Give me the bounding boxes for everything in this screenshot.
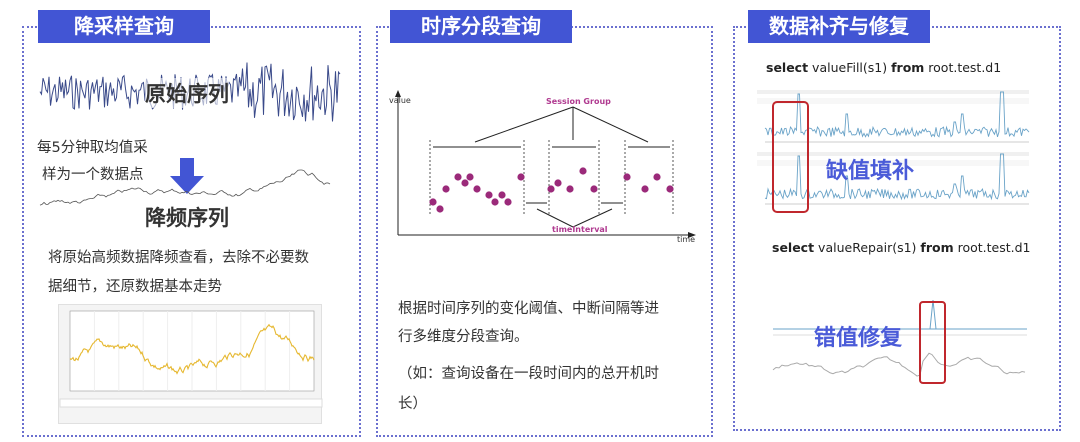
repair-highlight-box — [919, 301, 946, 384]
sql-keyword: from — [891, 60, 925, 75]
repair-after-chart — [772, 352, 1026, 377]
downsampled-series-label: 降频序列 — [145, 206, 229, 230]
segment-desc-3: （如：查询设备在一段时间内的总开机时 — [398, 366, 659, 382]
data-point — [554, 179, 562, 187]
downsampling-desc-2: 据细节，还原数据基本走势 — [48, 279, 222, 295]
data-point — [504, 198, 512, 206]
data-point — [466, 173, 474, 181]
time-series-line — [764, 91, 1030, 138]
data-point — [498, 191, 506, 199]
data-point — [566, 185, 574, 193]
repair-sql: select valueRepair(s1) from root.test.d1 — [772, 240, 1031, 255]
data-point — [666, 185, 674, 193]
segment-title: 时序分段查询 — [390, 10, 572, 43]
sample-yellow-chart — [59, 310, 323, 408]
arrowhead-icon — [688, 232, 696, 238]
step-text-2: 样为一个数据点 — [42, 167, 144, 183]
sql-function: valueRepair(s1) — [814, 240, 921, 255]
pointer-arrow — [572, 208, 613, 228]
fill-before-chart — [757, 90, 1030, 143]
repaired-series-line — [772, 352, 1026, 377]
chart-toolbar — [757, 152, 1029, 156]
data-point — [623, 173, 631, 181]
session-diagram — [395, 90, 696, 238]
segment-desc-4: 长） — [398, 396, 427, 412]
data-point — [429, 198, 437, 206]
data-point — [517, 173, 525, 181]
fill-after-chart — [757, 152, 1030, 205]
sql-keyword: select — [766, 60, 809, 75]
data-point — [461, 179, 469, 187]
time-interval-label: timeInterval — [552, 225, 608, 234]
data-point — [454, 173, 462, 181]
arrowhead-icon — [395, 90, 401, 97]
sql-path: root.test.d1 — [924, 60, 1002, 75]
data-point — [485, 191, 493, 199]
data-point — [641, 185, 649, 193]
fill-highlight-box — [772, 101, 809, 213]
repair-before-chart — [773, 299, 1027, 336]
pointer-arrow — [474, 106, 574, 143]
y-axis-label: value — [389, 96, 411, 105]
x-axis-label: time — [677, 235, 696, 244]
chart-toolbar — [757, 98, 1029, 104]
downsampled-series-chart — [39, 169, 331, 206]
fill-label: 缺值填补 — [826, 159, 915, 184]
step-text-1: 每5分钟取均值采 — [37, 140, 148, 156]
data-point — [653, 173, 661, 181]
chart-toolbar — [757, 160, 1029, 166]
data-point — [590, 185, 598, 193]
data-point — [436, 205, 444, 213]
downsampling-desc-1: 将原始高频数据降频查看，去除不必要数 — [48, 250, 309, 266]
time-series-line — [764, 153, 1030, 201]
fill-repair-title: 数据补齐与修复 — [748, 10, 930, 43]
sql-function: valueFill(s1) — [808, 60, 892, 75]
slider-track — [59, 398, 323, 408]
pointer-arrow — [536, 208, 574, 228]
data-point — [473, 185, 481, 193]
error-spike-line — [925, 299, 945, 330]
data-point — [547, 185, 555, 193]
data-point — [491, 198, 499, 206]
downsampled-series-line — [39, 169, 331, 206]
sample-line — [69, 323, 315, 375]
raw-series-label: 原始序列 — [145, 78, 229, 108]
pointer-arrow — [572, 106, 649, 143]
session-group-label: Session Group — [546, 97, 611, 106]
downsampling-title: 降采样查询 — [38, 10, 210, 43]
segment-desc-2: 行多维度分段查询。 — [398, 329, 529, 345]
repair-label: 错值修复 — [814, 326, 903, 351]
sql-keyword: select — [772, 240, 815, 255]
chart-toolbar — [757, 90, 1029, 94]
segment-desc-1: 根据时间序列的变化阈值、中断间隔等进 — [398, 301, 659, 317]
data-point — [442, 185, 450, 193]
sql-keyword: from — [920, 240, 954, 255]
fill-sql: select valueFill(s1) from root.test.d1 — [766, 60, 1001, 75]
down-arrow-icon — [170, 158, 204, 194]
sql-path: root.test.d1 — [953, 240, 1031, 255]
data-point — [579, 167, 587, 175]
